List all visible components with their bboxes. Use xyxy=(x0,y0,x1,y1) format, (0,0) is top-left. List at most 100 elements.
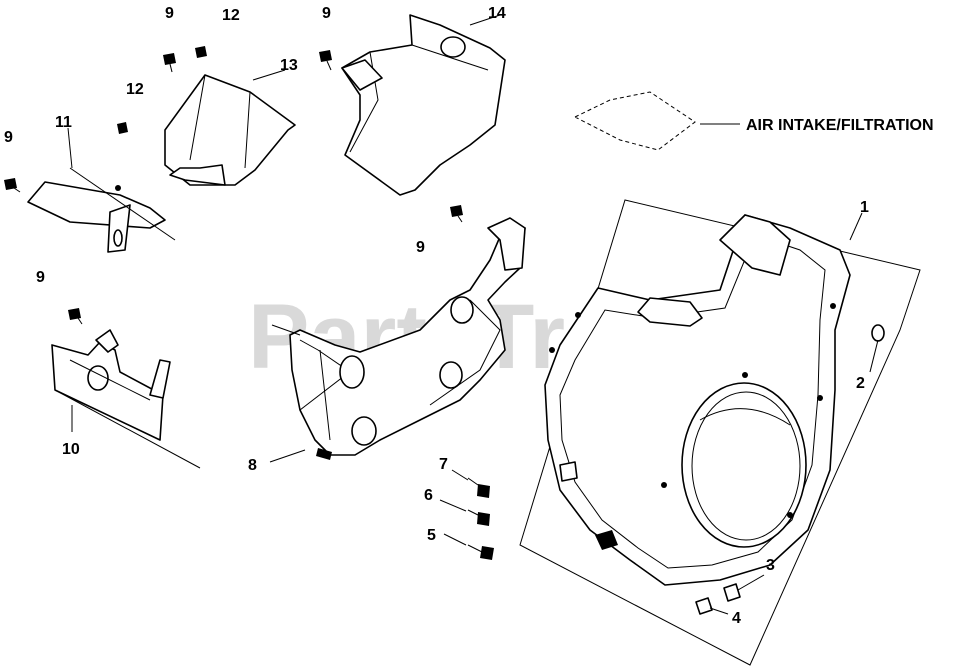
part-10-bracket[interactable] xyxy=(51,329,201,469)
leader-11 xyxy=(67,127,73,169)
callout-10[interactable]: 10 xyxy=(62,441,80,458)
shroud-14-hole xyxy=(440,36,466,58)
part-3-clip[interactable] xyxy=(723,583,741,602)
baffle-edge-line xyxy=(271,324,301,336)
housing-bolt-6 xyxy=(787,512,793,518)
leader-2 xyxy=(869,339,879,373)
bracket-11-bolt xyxy=(115,185,121,191)
assembly-outline xyxy=(519,199,921,666)
leader-3 xyxy=(737,574,765,591)
shield-13-folds xyxy=(189,74,251,169)
screw-9b-shank xyxy=(326,60,332,71)
callout-9-e[interactable]: 9 xyxy=(36,269,45,286)
screw-9a-head xyxy=(163,53,176,65)
screw-9c-head xyxy=(4,178,17,190)
part-2-plug[interactable] xyxy=(871,324,885,342)
callout-4[interactable]: 4 xyxy=(732,610,741,627)
part-7-screw[interactable] xyxy=(467,477,490,498)
air-intake-filtration-label[interactable]: AIR INTAKE/FILTRATION xyxy=(746,117,934,134)
screw-5-shank xyxy=(467,544,483,553)
callout-9-c[interactable]: 9 xyxy=(4,129,13,146)
part-6-screw[interactable] xyxy=(467,509,490,526)
part-9-screw-b[interactable] xyxy=(319,50,332,71)
baffle-hole-3 xyxy=(439,361,463,389)
leader-1 xyxy=(849,212,863,241)
leader-8 xyxy=(269,449,306,463)
callout-11[interactable]: 11 xyxy=(55,114,72,131)
housing-bolt-2 xyxy=(549,347,555,353)
leader-13 xyxy=(252,69,286,81)
callout-7[interactable]: 7 xyxy=(439,456,448,473)
screw-6-head xyxy=(477,512,490,526)
screw-6-shank xyxy=(467,509,479,516)
baffle-hole-4 xyxy=(450,296,474,324)
housing-bolt-1 xyxy=(575,312,581,318)
callout-12-b[interactable]: 12 xyxy=(126,81,144,98)
baffle-hole-1 xyxy=(339,355,365,389)
callout-2[interactable]: 2 xyxy=(856,375,865,392)
screw-9e-shank xyxy=(77,317,83,325)
callout-13[interactable]: 13 xyxy=(280,57,298,74)
part-1-blower-housing[interactable] xyxy=(519,199,921,666)
callout-5[interactable]: 5 xyxy=(427,527,436,544)
screw-5-head xyxy=(480,546,494,560)
intake-ring-inner xyxy=(691,391,801,541)
leader-4 xyxy=(709,607,729,615)
part-9-screw-c[interactable] xyxy=(4,178,21,193)
part-9-screw-a[interactable] xyxy=(163,53,176,73)
screw-7-head xyxy=(477,484,490,498)
clip-3-shape xyxy=(723,583,741,602)
part-13-shield[interactable] xyxy=(164,74,296,186)
leader-lines xyxy=(67,14,879,615)
leader-14 xyxy=(469,14,501,26)
housing-bolt-3 xyxy=(742,372,748,378)
screw-9d-head xyxy=(450,205,463,217)
callout-12-a[interactable]: 12 xyxy=(222,7,240,24)
leader-6 xyxy=(439,499,467,512)
part-12-bolt-b[interactable] xyxy=(117,122,128,134)
screw-7-shank xyxy=(467,477,479,486)
clip-4-shape xyxy=(695,597,713,615)
bolt-12b-head xyxy=(117,122,128,134)
housing-bolt-5 xyxy=(661,482,667,488)
housing-side-boss xyxy=(559,461,578,482)
baffle-hole-2 xyxy=(351,416,377,446)
part-4-clip[interactable] xyxy=(695,597,713,615)
part-11-bracket[interactable] xyxy=(27,167,176,253)
housing-bolt-7 xyxy=(830,303,836,309)
screw-9a-shank xyxy=(169,63,173,73)
shroud-14-tab xyxy=(341,59,383,91)
callout-1[interactable]: 1 xyxy=(860,199,869,216)
baffle-body xyxy=(289,224,526,456)
part-12-bolt-a[interactable] xyxy=(195,46,207,58)
part-8-baffle[interactable] xyxy=(271,217,526,460)
top-mount-tab xyxy=(719,214,791,276)
callout-9-d[interactable]: 9 xyxy=(416,239,425,256)
callout-9-a[interactable]: 9 xyxy=(165,5,174,22)
screw-9b-head xyxy=(319,50,332,62)
side-mount-tab xyxy=(637,297,703,327)
bracket-10-flange xyxy=(149,359,171,399)
bracket-10-edges xyxy=(54,359,201,469)
plug-shape xyxy=(871,324,885,342)
callout-numbers: 1 2 3 4 5 6 7 8 9 9 9 9 9 10 11 12 12 13… xyxy=(4,5,934,627)
part-9-screw-e[interactable] xyxy=(68,308,83,325)
intake-ring-outer xyxy=(681,382,807,548)
callout-6[interactable]: 6 xyxy=(424,487,433,504)
screw-9e-head xyxy=(68,308,81,320)
shroud-body xyxy=(544,214,851,586)
part-5-screw[interactable] xyxy=(467,544,494,560)
part-14-shroud[interactable] xyxy=(341,14,506,196)
housing-bolt-4 xyxy=(817,395,823,401)
bracket-10-body xyxy=(51,341,164,441)
callout-8[interactable]: 8 xyxy=(248,457,257,474)
bolt-12a-head xyxy=(195,46,207,58)
air-intake-reference[interactable] xyxy=(573,91,740,151)
part-9-screw-d[interactable] xyxy=(450,205,463,223)
baffle-top-tab xyxy=(487,217,526,271)
housing-bottom-clip xyxy=(595,530,618,550)
callout-9-b[interactable]: 9 xyxy=(322,5,331,22)
callout-14[interactable]: 14 xyxy=(488,5,506,22)
callout-3[interactable]: 3 xyxy=(766,557,775,574)
